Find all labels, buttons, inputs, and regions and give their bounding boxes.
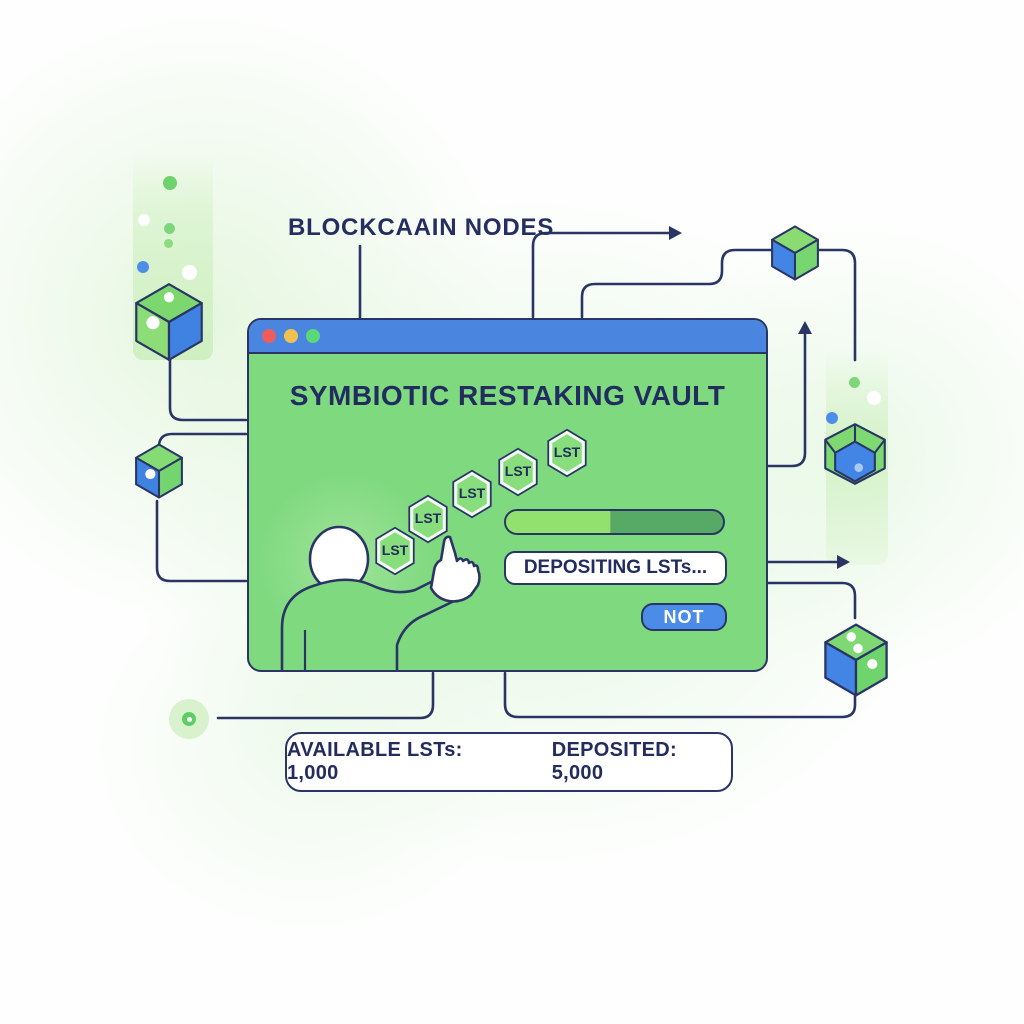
- blockchain-nodes-label: BLOCKCAAIN NODES: [288, 214, 555, 241]
- window-titlebar: [249, 320, 766, 354]
- dot-green: [164, 239, 173, 248]
- arrowhead-top-right-icon: [669, 226, 682, 240]
- dot-blue: [826, 412, 838, 424]
- lst-label: LST: [458, 485, 486, 501]
- dot-white: [182, 265, 197, 280]
- line-window-to-bottom-cube: [766, 581, 857, 620]
- traffic-light-expand[interactable]: [306, 329, 320, 343]
- green-node-center: [187, 717, 192, 722]
- deposit-status-box: DEPOSITING LSTs...: [504, 551, 727, 585]
- line-bottom-cube-to-window: [503, 671, 857, 719]
- not-button[interactable]: NOT: [641, 603, 727, 631]
- line-left-cube-to-window: [168, 357, 248, 422]
- lst-token-hex: [408, 494, 448, 544]
- person-figure: [280, 525, 454, 670]
- dot-blue: [137, 261, 149, 273]
- dot-green: [849, 377, 860, 388]
- lst-token-label-wrap: LST: [372, 526, 418, 576]
- dot-green: [163, 176, 177, 190]
- traffic-light-minimize[interactable]: [284, 329, 298, 343]
- blockchain-open-box-right: [824, 423, 886, 485]
- lst-token-hex: [547, 428, 587, 478]
- lst-token-hex: [452, 469, 492, 519]
- progress-fill: [506, 511, 612, 533]
- dot-white: [867, 391, 881, 405]
- dot-green: [164, 223, 175, 234]
- blockchain-cube-left: [135, 283, 203, 361]
- vault-window: SYMBIOTIC RESTAKING VAULT LST LST LST: [247, 318, 768, 672]
- lst-token-label-wrap: LST: [544, 428, 590, 478]
- available-lsts-stat: AVAILABLE LSTs: 1,000: [287, 739, 463, 784]
- traffic-light-close[interactable]: [262, 329, 276, 343]
- lst-token-hex: [375, 526, 415, 576]
- line-small-cube-to-window: [155, 499, 248, 583]
- stats-box: AVAILABLE LSTs: 1,000 DEPOSITED: 5,000: [285, 732, 733, 792]
- line-arrow-up: [766, 331, 807, 468]
- line-arrow-top: [531, 231, 671, 319]
- blockchain-cube-small-left: [135, 443, 183, 499]
- lst-token-hex: [498, 447, 538, 497]
- blockchain-cube-top-right: [771, 225, 819, 281]
- lst-label: LST: [414, 510, 442, 526]
- blockchain-cube-bottom-right: [824, 623, 888, 697]
- dot-white: [138, 214, 150, 226]
- deposited-stat: DEPOSITED: 5,000: [551, 739, 677, 784]
- pointing-hand-icon: [429, 535, 481, 603]
- lst-token-label-wrap: LST: [405, 494, 451, 544]
- lst-label: LST: [553, 444, 581, 460]
- lst-label: LST: [504, 463, 532, 479]
- line-window-to-green-node: [216, 671, 435, 720]
- lst-token-label-wrap: LST: [495, 447, 541, 497]
- arrowhead-up-icon: [798, 321, 812, 334]
- lst-token-label-wrap: LST: [449, 469, 495, 519]
- window-title: SYMBIOTIC RESTAKING VAULT: [289, 380, 726, 411]
- lst-label: LST: [381, 542, 409, 558]
- deposit-progress-bar: [504, 509, 725, 535]
